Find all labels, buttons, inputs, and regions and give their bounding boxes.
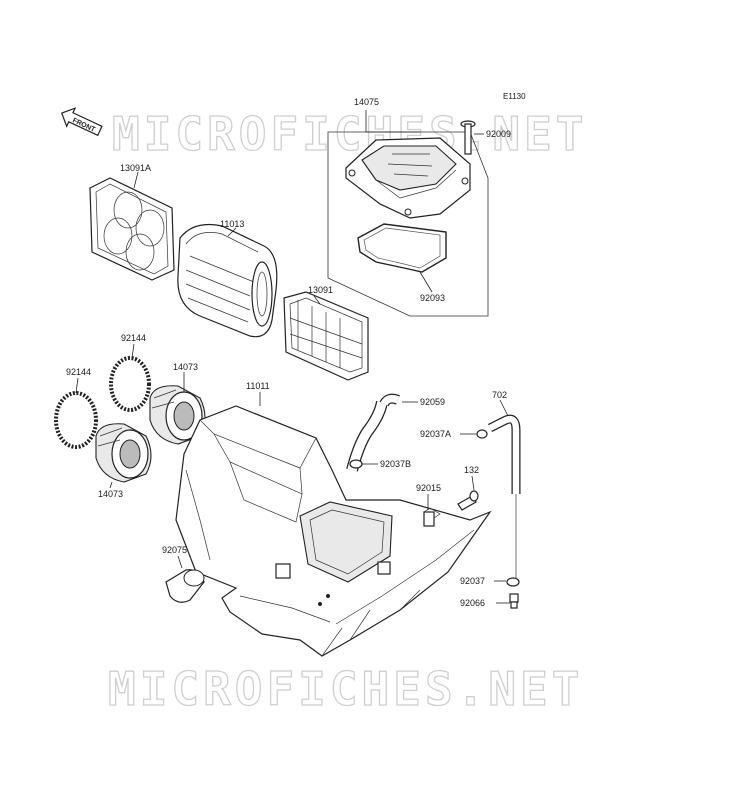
- clamp-92037A: [460, 429, 488, 439]
- label-13091: 13091: [308, 285, 333, 295]
- label-92144-upper: 92144: [121, 333, 146, 343]
- clamp-92015: [423, 494, 441, 527]
- label-92144-lower: 92144: [66, 367, 91, 377]
- clamp-92037B: [349, 459, 378, 469]
- hose-92059: [346, 393, 418, 472]
- label-92066: 92066: [460, 598, 485, 608]
- label-92059: 92059: [420, 397, 445, 407]
- element-holder-13091A: [89, 171, 175, 281]
- collar-92075: [165, 555, 205, 603]
- air-filter-element-11013: [177, 223, 278, 338]
- label-132: 132: [464, 465, 479, 475]
- clamp-ring-92144-upper: [109, 343, 151, 412]
- label-92015: 92015: [416, 483, 441, 493]
- watermark-top: MICROFICHES.NET: [112, 107, 587, 161]
- duct-14073-lower: [95, 423, 152, 489]
- label-92037B: 92037B: [380, 459, 411, 469]
- clamp-ring-92144-lower: [54, 377, 98, 449]
- label-11013: 11013: [220, 219, 244, 229]
- ref-code: E1130: [503, 92, 526, 101]
- label-14073-upper: 14073: [173, 362, 198, 372]
- front-arrow-icon: FRONT: [61, 107, 103, 137]
- label-11011: 11011: [246, 381, 270, 391]
- label-13091A: 13091A: [120, 163, 151, 173]
- label-702: 702: [492, 390, 507, 400]
- label-92075: 92075: [162, 545, 187, 555]
- air-cleaner-case-11011: [175, 392, 492, 657]
- plug-92066: [496, 593, 519, 609]
- label-14073-lower: 14073: [98, 489, 123, 499]
- label-92037: 92037: [460, 576, 485, 586]
- label-92009: 92009: [486, 129, 511, 139]
- duct-14073-upper: [149, 372, 206, 445]
- cover-assembly-14075: [327, 110, 489, 317]
- bolt-132: [457, 475, 479, 511]
- label-92093: 92093: [420, 293, 445, 303]
- screw-92009: [460, 120, 484, 155]
- watermark-bottom: MICROFICHES.NET: [108, 662, 583, 716]
- element-holder-13091: [283, 291, 369, 381]
- clamp-92037: [494, 577, 520, 587]
- hose-702: [487, 399, 521, 578]
- label-92037A: 92037A: [420, 429, 451, 439]
- label-14075: 14075: [354, 97, 379, 107]
